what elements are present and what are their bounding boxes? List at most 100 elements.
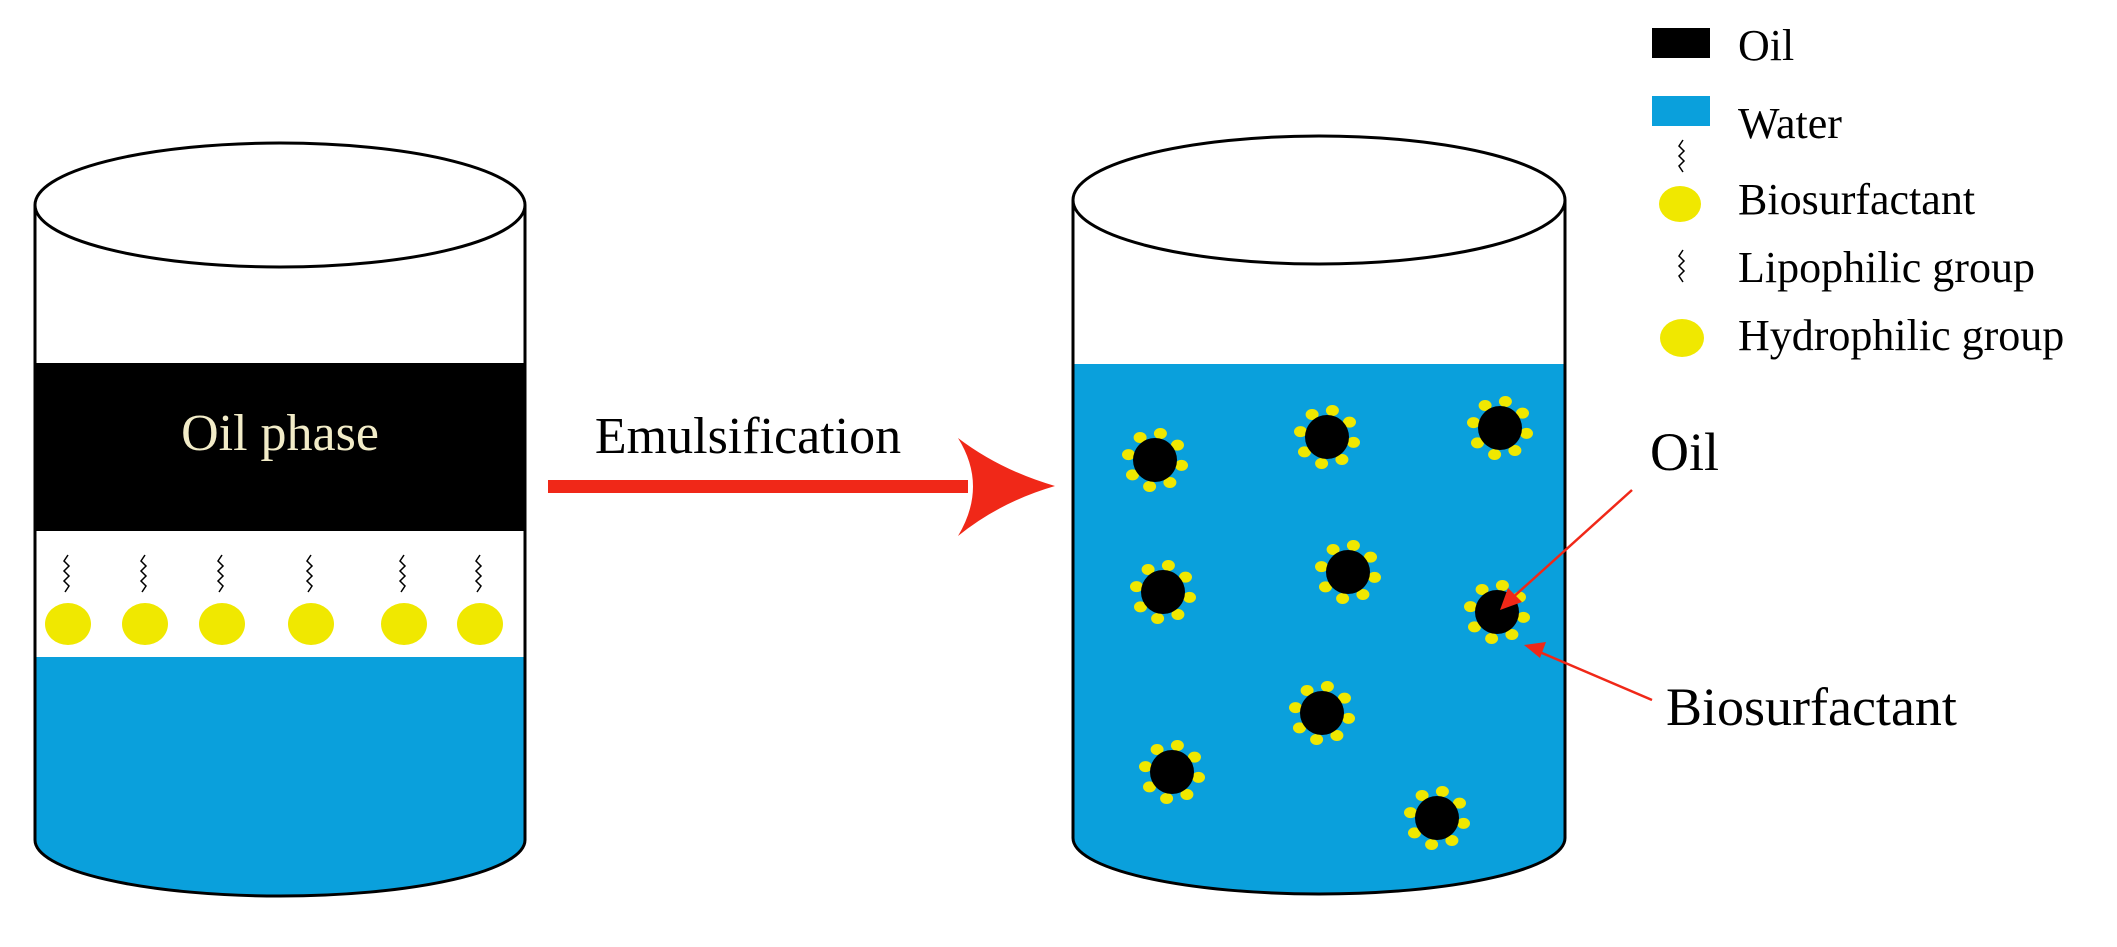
biosurfactant-head — [1478, 400, 1492, 411]
lipophilic-tail — [62, 554, 71, 593]
biosurfactant-head — [1180, 789, 1194, 800]
biosurfactant-head — [1179, 571, 1192, 583]
biosurfactant-head — [1347, 436, 1360, 448]
emulsified-droplets — [1122, 396, 1533, 850]
oil-callout-arrowhead — [1500, 588, 1522, 610]
biosurfactant-head — [1315, 561, 1328, 573]
left-beaker: Oil phase — [33, 141, 527, 898]
biosurfactant-head — [1453, 797, 1466, 809]
droplet-core — [1305, 415, 1349, 459]
interface-surfactant-row — [45, 554, 503, 645]
lipophilic-tail — [216, 554, 225, 593]
biosurfactant-head — [1298, 446, 1311, 458]
biosurfactant-head — [1330, 730, 1344, 741]
biosurfactant-head — [1126, 469, 1139, 481]
interface-biosurfactant — [199, 554, 245, 645]
oil-callout-label: Oil — [1650, 422, 1719, 482]
biosurfactant-head — [1467, 417, 1480, 429]
biosurfactant-head — [1435, 786, 1449, 797]
oil-droplet — [1315, 540, 1381, 604]
biosurfactant-head — [1289, 702, 1302, 714]
biosurfactant-head — [1130, 581, 1143, 593]
legend-water-swatch — [1652, 96, 1710, 126]
left-beaker-top-rim — [33, 141, 527, 269]
callouts: Oil Biosurfactant — [1500, 422, 1957, 737]
biosurfactant-head — [1517, 611, 1530, 623]
biosurfactant-head — [1170, 740, 1184, 751]
biosurfactant-head — [1445, 835, 1459, 846]
biosurfactant-head — [1457, 817, 1470, 829]
droplet-core — [1300, 691, 1344, 735]
biosurfactant-head — [1122, 449, 1135, 461]
droplet-core — [1415, 796, 1459, 840]
biosurfactant-head — [1520, 427, 1533, 439]
biosurfactant-head — [1516, 407, 1529, 419]
biosurfactant-head — [1404, 807, 1417, 819]
droplet-core — [1326, 550, 1370, 594]
interface-biosurfactant — [381, 554, 427, 645]
interface-biosurfactant — [288, 554, 334, 645]
legend-hydrophilic-label: Hydrophilic group — [1738, 311, 2064, 360]
lipophilic-tail — [398, 554, 407, 593]
oil-droplet — [1289, 681, 1355, 745]
droplet-core — [1133, 438, 1177, 482]
biosurfactant-head — [1171, 609, 1185, 620]
interface-biosurfactant — [457, 554, 503, 645]
legend-oil-swatch — [1652, 28, 1710, 58]
biosurfactant-callout-arrowhead — [1524, 642, 1546, 658]
oil-droplet — [1294, 405, 1360, 469]
biosurfactant-head — [1471, 437, 1484, 449]
biosurfactant-head — [1425, 839, 1439, 850]
legend-biosurfactant-icon — [1659, 139, 1701, 222]
oil-droplet — [1467, 396, 1533, 460]
biosurfactant-head — [1325, 405, 1339, 416]
biosurfactant-callout-label: Biosurfactant — [1666, 677, 1957, 737]
legend-lipophilic-label: Lipophilic group — [1738, 243, 2035, 292]
legend-water-label: Water — [1738, 99, 1842, 148]
hydrophilic-head — [122, 603, 168, 645]
emulsification-arrow: Emulsification — [548, 408, 1055, 536]
emulsification-label: Emulsification — [595, 408, 901, 465]
right-beaker-top-rim — [1071, 134, 1567, 266]
biosurfactant-head — [1160, 793, 1174, 804]
biosurfactant-head — [1133, 432, 1147, 443]
arrow-shaft — [548, 480, 968, 493]
biosurfactant-head — [1151, 613, 1165, 624]
biosurfactant-head — [1294, 426, 1307, 438]
biosurfactant-head — [1338, 692, 1351, 704]
biosurfactant-head — [1319, 581, 1332, 593]
hydrophilic-head — [381, 603, 427, 645]
oil-phase-layer — [35, 363, 525, 531]
biosurfactant-head — [1310, 734, 1324, 745]
oil-droplet — [1122, 428, 1188, 492]
interface-biosurfactant — [122, 554, 168, 645]
interface-biosurfactant — [45, 554, 91, 645]
biosurfactant-head — [1300, 685, 1314, 696]
biosurfactant-head — [1508, 445, 1522, 456]
biosurfactant-head — [1342, 712, 1355, 724]
biosurfactant-head — [1346, 540, 1360, 551]
legend-hydrophilic-icon — [1660, 319, 1704, 357]
arrow-head — [958, 438, 1055, 536]
hydrophilic-head — [288, 603, 334, 645]
biosurfactant-head — [1468, 621, 1481, 633]
biosurfactant-head — [1368, 571, 1381, 583]
biosurfactant-head — [1505, 629, 1519, 640]
biosurfactant-head — [1475, 584, 1489, 595]
biosurfactant-head — [1153, 428, 1167, 439]
biosurfactant-head — [1150, 744, 1164, 755]
legend-oil-label: Oil — [1738, 21, 1794, 70]
biosurfactant-head — [1192, 771, 1205, 783]
biosurfactant-head — [1488, 449, 1502, 460]
right-beaker-bottom-rim — [1071, 837, 1567, 896]
biosurfactant-head — [1134, 601, 1147, 613]
left-beaker-bottom-rim — [33, 839, 527, 898]
droplet-core — [1150, 750, 1194, 794]
biosurfactant-head — [1183, 591, 1196, 603]
droplet-core — [1141, 570, 1185, 614]
biosurfactant-head — [1336, 593, 1350, 604]
left-water-layer — [35, 657, 525, 896]
hydrophilic-head — [199, 603, 245, 645]
biosurfactant-head — [1356, 589, 1370, 600]
biosurfactant-head — [1143, 481, 1157, 492]
